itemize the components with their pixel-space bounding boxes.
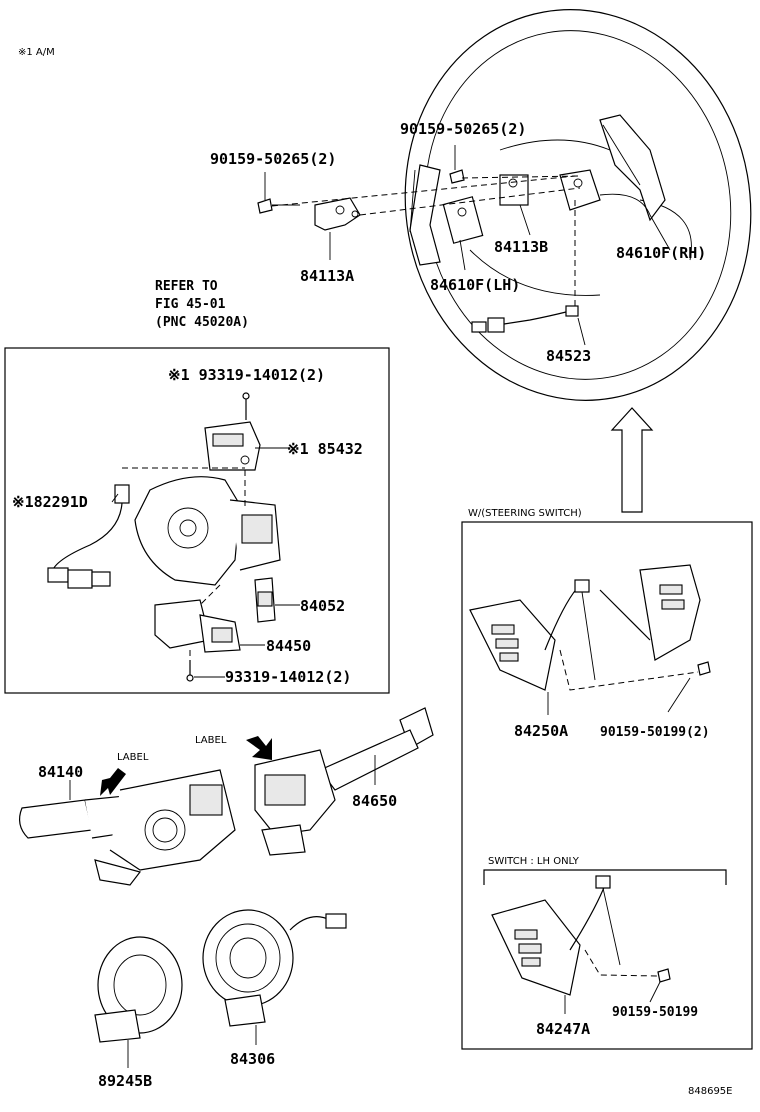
combination-switch-box — [4, 347, 390, 694]
steering-sensor-cover-89245b — [94, 936, 183, 1043]
figure-id: 848695E — [688, 1086, 733, 1097]
label-82291d: ※182291D — [12, 493, 88, 511]
sensor-85432 — [204, 421, 261, 471]
switch-lh-only-title: SWITCH : LH ONLY — [488, 856, 580, 867]
label-84306: 84306 — [230, 1050, 275, 1068]
wire-82291d — [47, 484, 130, 589]
refer-line-2: FIG 45-01 — [155, 297, 226, 312]
wire-harness-84523 — [471, 305, 579, 333]
bolt-90159-50265-top — [449, 169, 465, 184]
label-93319-14012-top: ※1 93319-14012(2) — [168, 366, 325, 384]
screw-93319-top — [242, 392, 250, 420]
screw-90159-50199 — [657, 968, 671, 983]
label-84113b: 84113B — [494, 238, 548, 256]
bracket-84113a — [314, 197, 361, 231]
steering-wheel — [404, 9, 752, 401]
label-84250a: 84250A — [514, 722, 568, 740]
spiral-cable-84306 — [202, 909, 347, 1027]
sensor-84052 — [254, 577, 276, 623]
note-a-m: ※1 A/M — [18, 47, 55, 58]
label-89245b: 89245B — [98, 1072, 152, 1090]
switch-lh-only-frame — [483, 869, 727, 885]
label-84523: 84523 — [546, 347, 591, 365]
label-84052: 84052 — [300, 597, 345, 615]
turn-signal-switch-84140 — [18, 769, 236, 886]
label-90159-50199: 90159-50199 — [612, 1005, 698, 1020]
screw-93319-bottom — [186, 660, 194, 682]
wiper-switch-84650 — [254, 707, 434, 856]
label-84610f-rh: 84610F(RH) — [616, 244, 706, 262]
refer-line-1: REFER TO — [155, 279, 218, 294]
paddle-switch-bracket-lh — [442, 196, 484, 244]
label-84247a: 84247A — [536, 1020, 590, 1038]
steering-switch-84250a-lh — [469, 584, 581, 691]
label-text-right: LABEL — [195, 735, 227, 746]
steering-switch-box-title: W/(STEERING SWITCH) — [468, 508, 582, 519]
label-84650: 84650 — [352, 792, 397, 810]
screw-90159-50199-2 — [697, 661, 711, 676]
label-84113a: 84113A — [300, 267, 354, 285]
arrow-left-icon — [100, 768, 126, 796]
label-93319-14012-bottom: 93319-14012(2) — [225, 668, 351, 686]
paddle-lh-84610f — [409, 164, 441, 266]
steering-switch-84247a — [491, 875, 621, 996]
label-text-left: LABEL — [117, 752, 149, 763]
switch-84450 — [154, 599, 241, 653]
steering-switch-box — [461, 521, 753, 1050]
label-85432: ※1 85432 — [287, 440, 363, 458]
arrow-right-icon — [246, 736, 272, 760]
label-84610f-lh: 84610F(LH) — [430, 276, 520, 294]
refer-line-3: (PNC 45020A) — [155, 315, 249, 330]
paddle-switch-bracket-rh — [559, 169, 601, 211]
label-90159-50265-top: 90159-50265(2) — [400, 120, 526, 138]
label-84140: 84140 — [38, 763, 83, 781]
up-arrow-icon — [610, 407, 654, 513]
label-84450: 84450 — [266, 637, 311, 655]
label-90159-50199-2: 90159-50199(2) — [600, 725, 710, 740]
label-90159-50265-left: 90159-50265(2) — [210, 150, 336, 168]
paddle-switch-bracket-84113b — [499, 174, 529, 206]
bolt-90159-50265-left — [257, 198, 300, 214]
clock-spring-body — [134, 476, 281, 586]
paddle-rh-84610f — [599, 114, 666, 222]
steering-switch-84250a-rh — [599, 564, 701, 661]
